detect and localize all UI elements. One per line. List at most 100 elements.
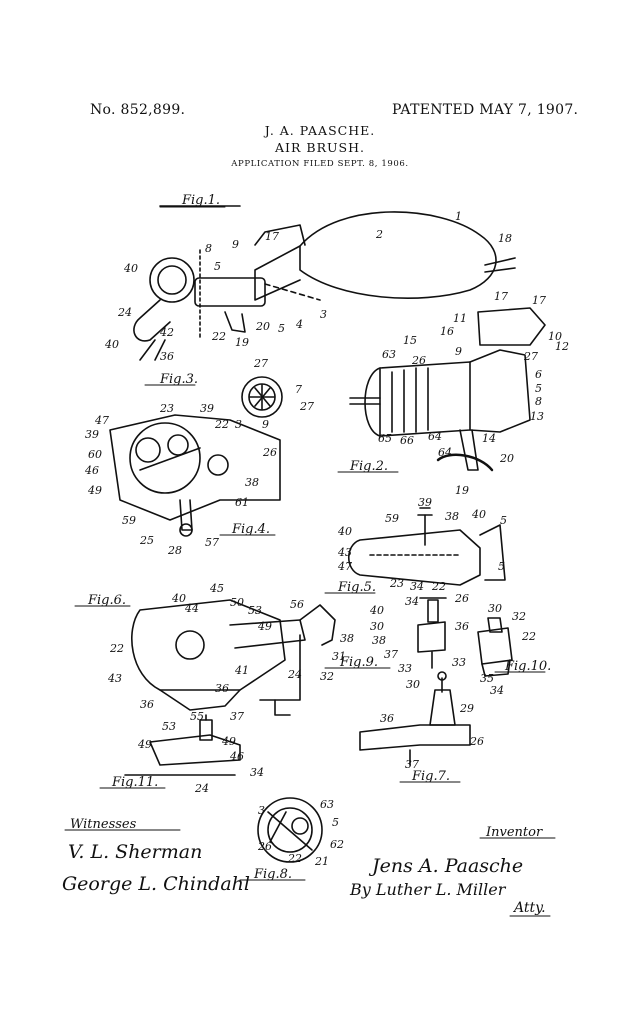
fig5-caption: Fig.5. [337,580,376,595]
svg-text:46: 46 [229,750,244,763]
fig6-caption: Fig.6. [87,593,126,608]
svg-text:14: 14 [482,432,496,445]
svg-text:17: 17 [265,230,279,243]
svg-text:43: 43 [337,546,352,559]
fig10-cap-detail [477,617,513,677]
svg-text:22: 22 [109,642,124,655]
svg-text:10: 10 [548,330,562,343]
svg-text:38: 38 [340,632,354,645]
svg-text:34: 34 [410,580,424,593]
svg-text:53: 53 [248,604,262,617]
svg-text:37: 37 [405,758,419,771]
svg-text:9: 9 [262,418,269,431]
svg-text:47: 47 [94,414,109,427]
fig7-needle-valve [359,671,471,766]
svg-text:49: 49 [221,735,236,748]
svg-text:2: 2 [375,228,383,241]
svg-text:37: 37 [384,648,398,661]
svg-text:29: 29 [459,702,474,715]
fig2-caption: Fig.2. [349,459,388,474]
svg-text:26: 26 [469,735,484,748]
svg-text:17: 17 [494,290,508,303]
svg-text:22: 22 [287,852,302,865]
svg-text:21: 21 [314,855,329,868]
witness-signature-2: George L. Chindahl [62,873,250,895]
svg-text:34: 34 [250,766,264,779]
svg-text:23: 23 [389,577,404,590]
svg-text:62: 62 [330,838,344,851]
svg-text:8: 8 [535,395,542,408]
svg-text:26: 26 [257,840,272,853]
svg-text:34: 34 [405,595,419,608]
fig7-caption: Fig.7. [411,769,450,784]
svg-text:41: 41 [234,664,249,677]
fig9-valve-stem [417,597,447,669]
svg-text:26: 26 [262,446,277,459]
svg-text:23: 23 [159,402,174,415]
svg-text:63: 63 [320,798,334,811]
svg-text:27: 27 [523,350,538,363]
svg-text:7: 7 [295,383,302,396]
svg-text:5: 5 [332,816,339,829]
svg-text:40: 40 [104,338,119,351]
svg-text:19: 19 [455,484,469,497]
svg-text:44: 44 [184,602,199,615]
fig3-disc-detail [241,376,283,418]
svg-text:3: 3 [258,804,265,817]
fig2-valve-body-section [349,307,546,472]
svg-text:38: 38 [445,510,459,523]
svg-text:38: 38 [245,476,259,489]
svg-text:9: 9 [232,238,239,251]
svg-text:24: 24 [194,782,209,795]
svg-text:5: 5 [278,322,285,335]
patent-number: No. 852,899. [90,102,186,118]
svg-text:42: 42 [159,326,174,339]
svg-text:61: 61 [235,496,249,509]
svg-text:27: 27 [253,357,268,370]
svg-text:36: 36 [160,350,174,363]
svg-text:59: 59 [385,512,399,525]
svg-text:5: 5 [498,560,505,573]
svg-text:34: 34 [490,684,504,697]
svg-text:49: 49 [257,620,272,633]
inventor-label: Inventor [485,825,543,840]
svg-text:37: 37 [230,710,244,723]
svg-text:49: 49 [137,738,152,751]
svg-text:19: 19 [235,336,249,349]
witnesses-label: Witnesses [70,817,137,832]
reference-numerals: 1 2 18 17 9 8 5 40 24 40 42 36 22 19 20 … [84,210,569,868]
svg-text:12: 12 [555,340,569,353]
fig11-trigger-detail [124,714,241,776]
svg-text:64: 64 [438,446,452,459]
svg-text:30: 30 [406,678,420,691]
svg-text:5: 5 [535,382,542,395]
svg-text:33: 33 [452,656,466,669]
svg-text:30: 30 [488,602,502,615]
svg-text:32: 32 [320,670,334,683]
svg-text:43: 43 [107,672,122,685]
svg-text:17: 17 [532,294,546,307]
svg-text:56: 56 [290,598,304,611]
svg-text:36: 36 [140,698,154,711]
svg-text:39: 39 [200,402,214,415]
fig8-dial-detail [257,797,323,863]
svg-text:40: 40 [471,508,486,521]
svg-text:20: 20 [499,452,514,465]
attorney-signature: By Luther L. Miller [349,880,507,899]
svg-text:65: 65 [378,432,392,445]
svg-text:63: 63 [382,348,396,361]
fig3-caption: Fig.3. [159,372,198,387]
inventor-name: J. A. PAASCHE. [264,123,376,138]
svg-text:13: 13 [530,410,544,423]
svg-text:31: 31 [332,650,346,663]
svg-text:49: 49 [87,484,102,497]
fig4-caption: Fig.4. [231,522,270,537]
svg-text:22: 22 [521,630,536,643]
svg-text:39: 39 [418,496,432,509]
svg-text:3: 3 [235,418,242,431]
svg-text:22: 22 [431,580,446,593]
svg-text:40: 40 [369,604,384,617]
svg-text:47: 47 [337,560,352,573]
fig6-assembly-perspective [131,599,336,716]
